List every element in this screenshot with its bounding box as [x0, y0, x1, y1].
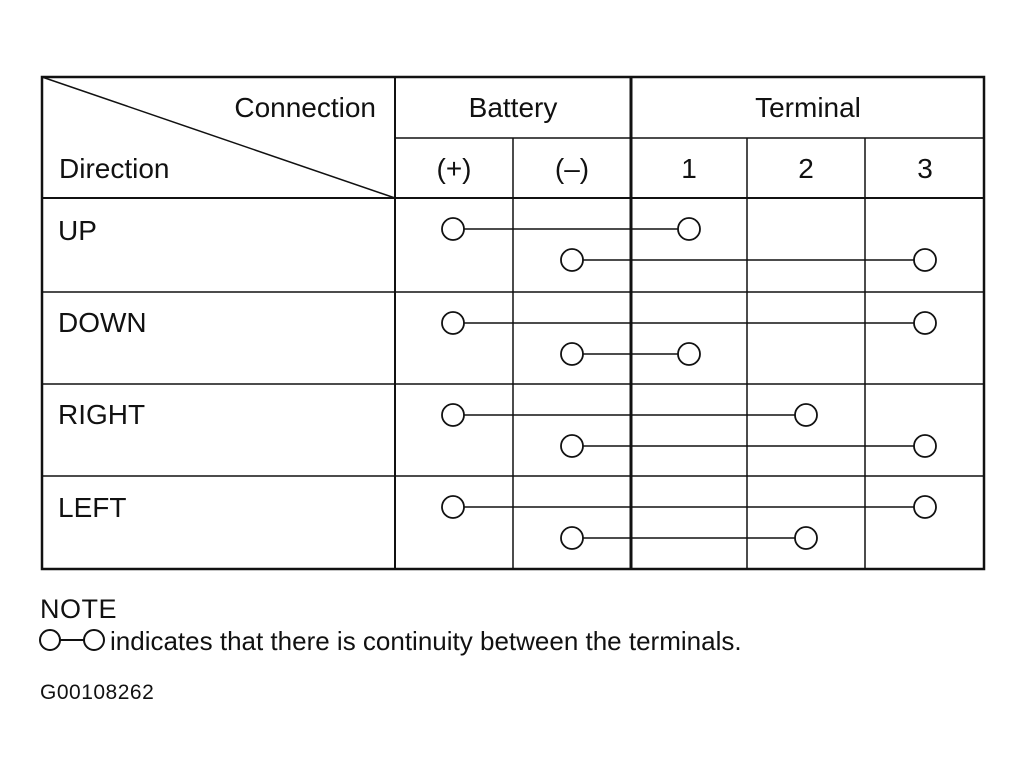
note-text: indicates that there is continuity betwe…: [110, 626, 742, 656]
terminal-node: [913, 311, 937, 335]
terminal-node: [441, 403, 465, 427]
terminal-node: [794, 526, 818, 550]
continuity-symbol-icon: [39, 629, 105, 651]
terminal-node: [913, 495, 937, 519]
terminal-node: [441, 495, 465, 519]
continuity-table: Connection Direction Battery Terminal (+…: [40, 75, 986, 571]
row-label-left: LEFT: [58, 492, 126, 523]
column-header-plus: (+): [437, 153, 472, 184]
terminal-node: [441, 311, 465, 335]
terminal-group-label: Terminal: [755, 92, 861, 123]
terminal-node: [794, 403, 818, 427]
direction-label: Direction: [59, 153, 169, 184]
battery-group-label: Battery: [469, 92, 558, 123]
terminal-node: [560, 434, 584, 458]
column-header-minus: (–): [555, 153, 589, 184]
terminal-node: [560, 248, 584, 272]
note-title: NOTE: [40, 594, 118, 624]
terminal-node: [560, 526, 584, 550]
column-header-1: 1: [681, 153, 697, 184]
connection-label: Connection: [234, 92, 376, 123]
continuity-connections: [441, 217, 937, 550]
terminal-node: [441, 217, 465, 241]
header-diagonal: [41, 76, 396, 199]
terminal-node: [913, 434, 937, 458]
row-label-down: DOWN: [58, 307, 147, 338]
terminal-node: [677, 342, 701, 366]
note-text-line: indicates that there is continuity betwe…: [38, 626, 742, 657]
terminal-node: [560, 342, 584, 366]
row-label-right: RIGHT: [58, 399, 145, 430]
figure-id: G00108262: [40, 681, 155, 704]
terminal-node: [677, 217, 701, 241]
column-header-3: 3: [917, 153, 933, 184]
terminal-node: [913, 248, 937, 272]
column-header-2: 2: [798, 153, 814, 184]
row-label-up: UP: [58, 215, 97, 246]
